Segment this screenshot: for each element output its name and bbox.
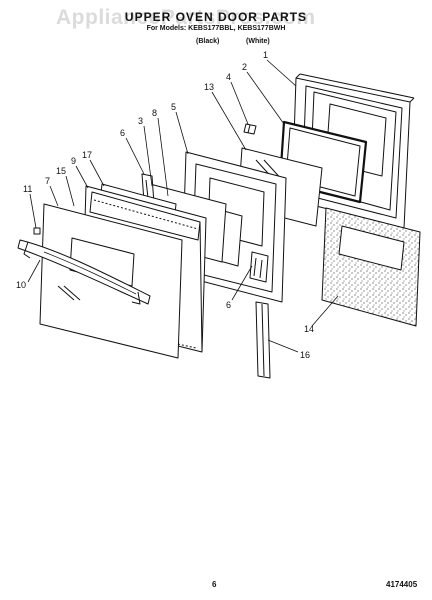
callout-3: 3 (138, 116, 143, 126)
watermark-text: AppliancePartsPros.com (56, 6, 316, 29)
callout-14: 14 (304, 324, 314, 334)
callout-16: 16 (300, 350, 310, 360)
callout-5: 5 (171, 102, 176, 112)
part-10-door-handle (17, 239, 151, 305)
part-16-side-trim (255, 301, 271, 379)
color-label-black: (Black) (196, 38, 220, 45)
callout-9: 9 (71, 156, 76, 166)
callout-11: 11 (23, 184, 32, 194)
callout-17: 17 (82, 150, 92, 160)
page-number: 6 (212, 580, 217, 589)
part-14-door-insulation (321, 207, 421, 327)
callout-1: 1 (263, 50, 268, 60)
part-4-clip (243, 123, 257, 135)
part-11-screw (33, 227, 41, 235)
leader-lines (27, 59, 339, 353)
model-numbers: For Models: KEBS177BBL, KEBS177BWH (146, 25, 286, 32)
callout-labels: 1 2 3 4 5 6 6 7 8 9 10 11 13 14 15 16 17 (16, 50, 314, 360)
color-label-white: (White) (246, 38, 270, 45)
callout-2: 2 (242, 62, 247, 72)
callout-7: 7 (45, 176, 50, 186)
part-6-hinge-right (249, 251, 269, 283)
callout-10: 10 (16, 280, 26, 290)
document-number: 4174405 (386, 580, 418, 589)
callout-15: 15 (56, 166, 66, 176)
callout-13: 13 (204, 82, 214, 92)
callout-6-left: 6 (120, 128, 125, 138)
callout-8: 8 (152, 108, 157, 118)
page-title: UPPER OVEN DOOR PARTS (124, 10, 308, 24)
callout-4: 4 (226, 72, 231, 82)
callout-6-right: 6 (226, 300, 231, 310)
